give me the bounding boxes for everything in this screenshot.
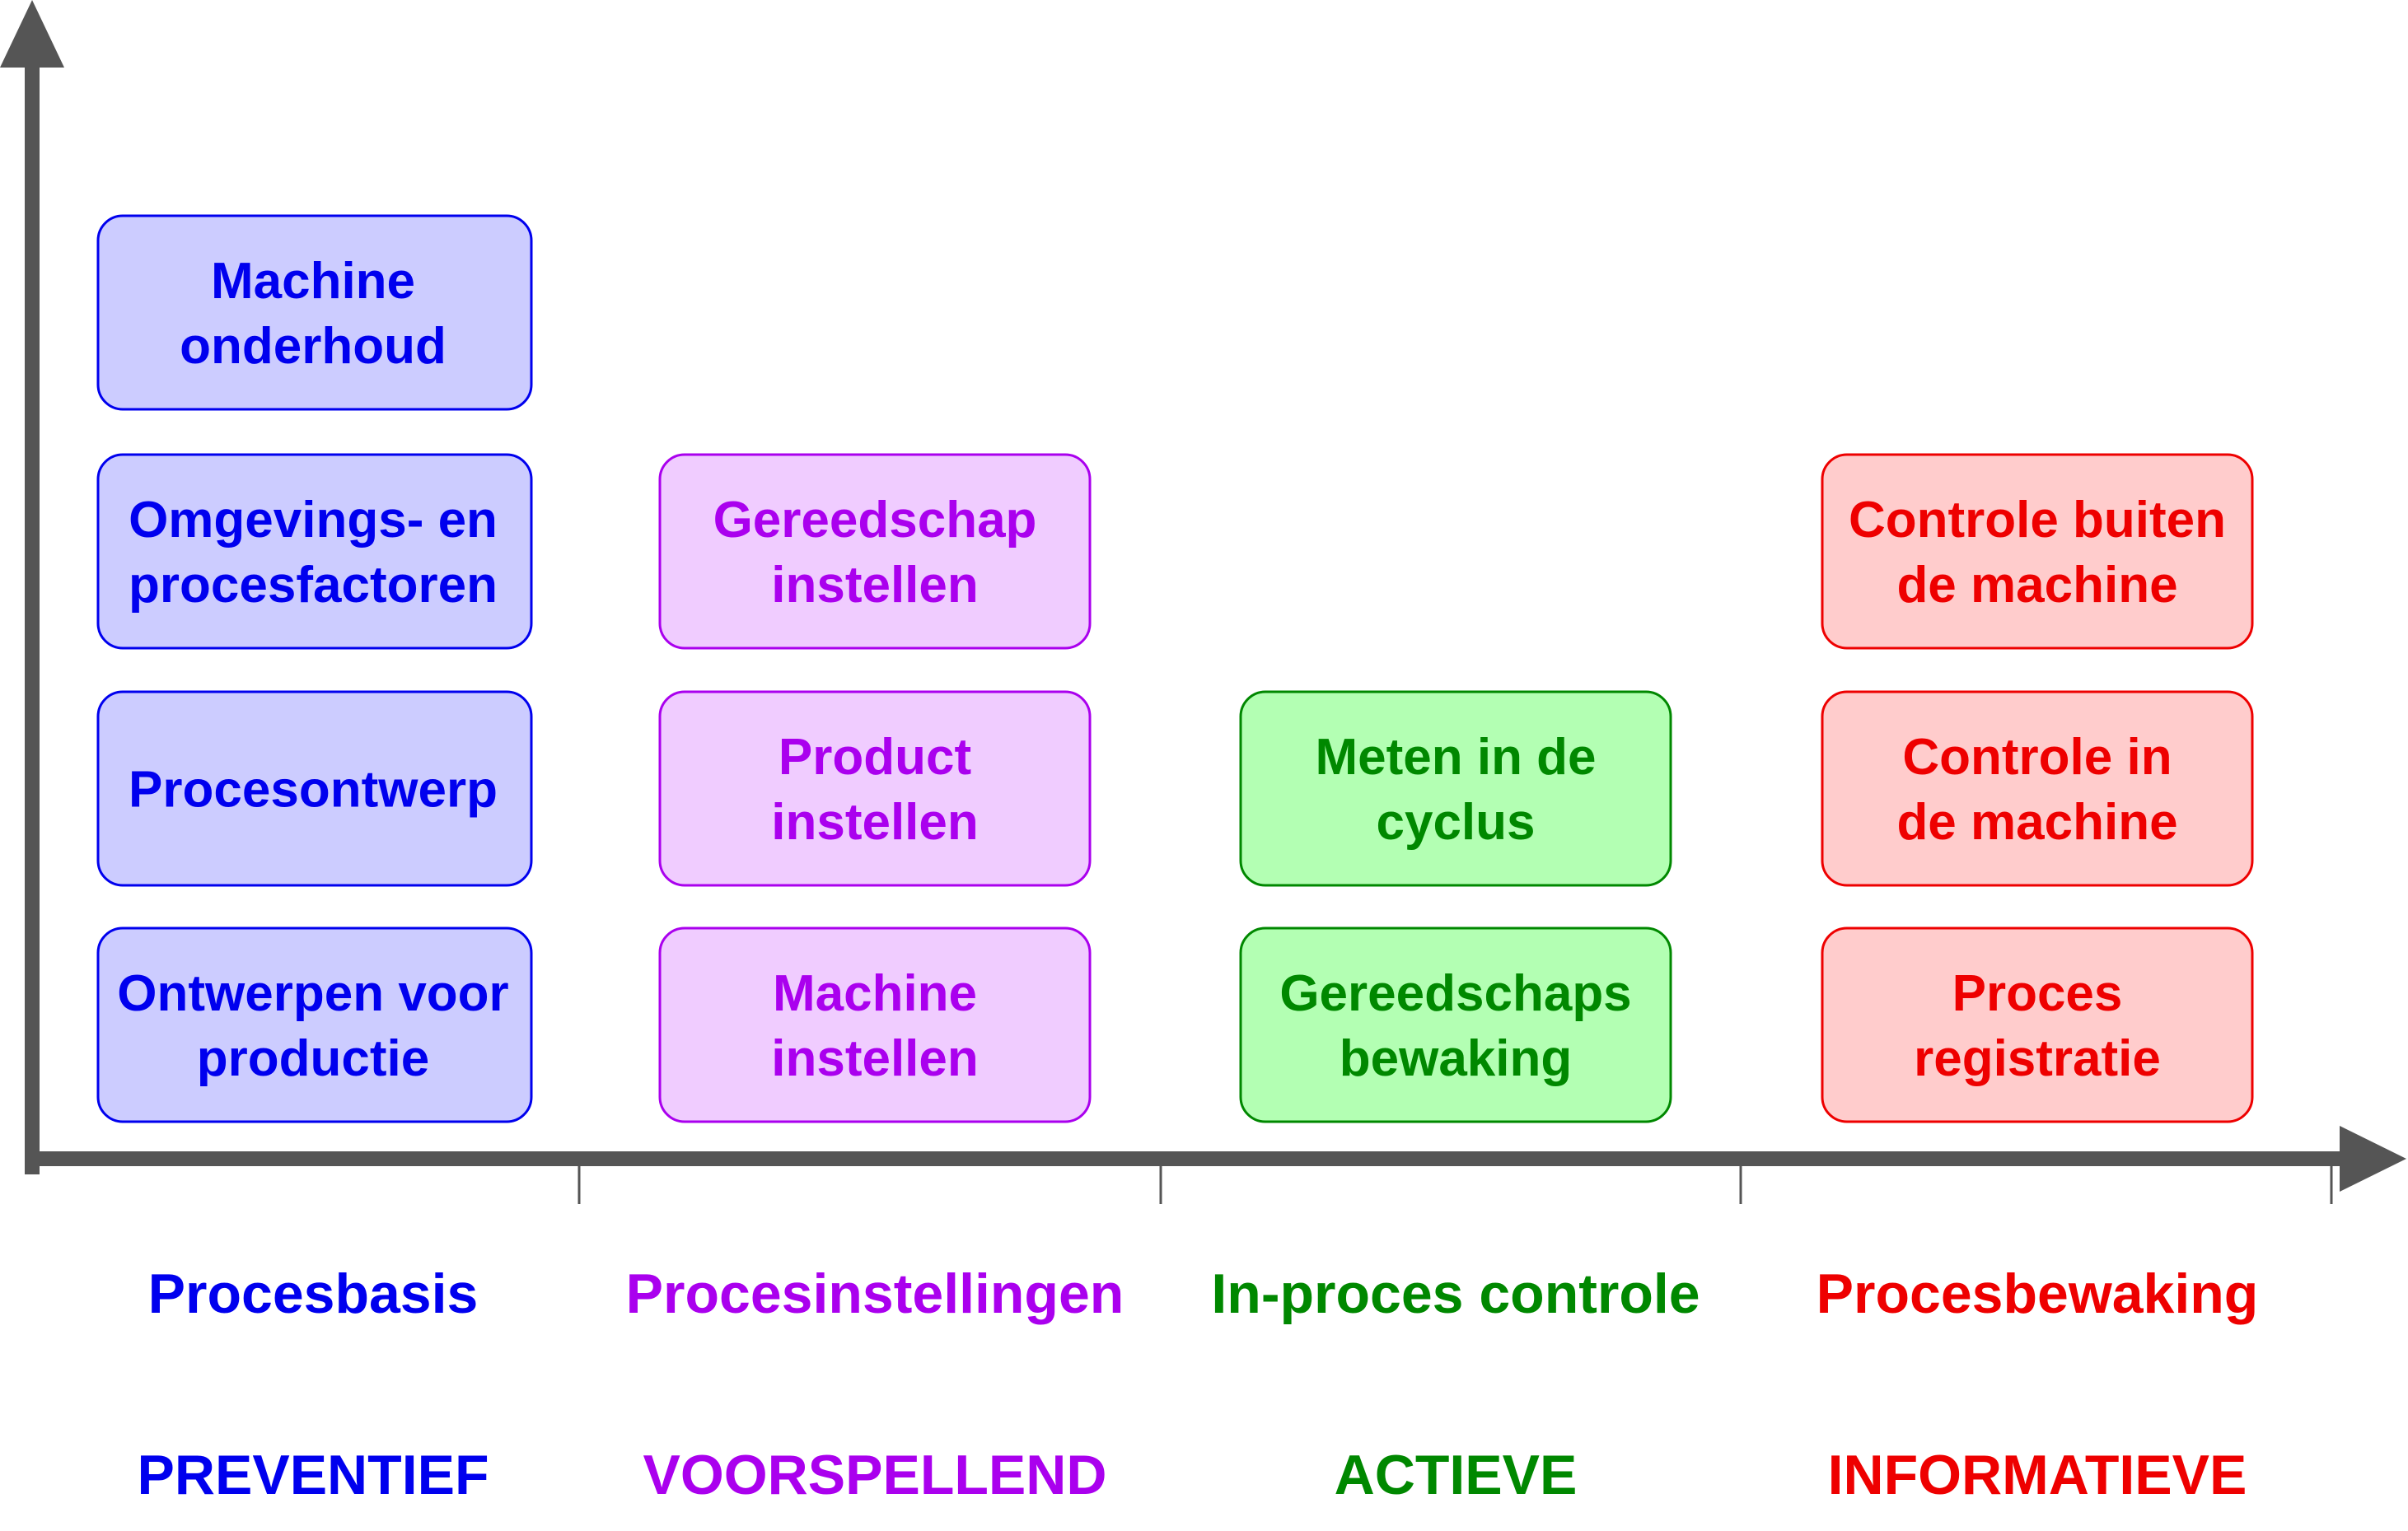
box-label-line: Procesontwerp xyxy=(129,762,498,819)
box-4-3: Proces registratie xyxy=(1821,927,2254,1123)
box-label-line: Meten in de xyxy=(1315,729,1596,786)
x-axis-tick-2 xyxy=(1159,1166,1162,1204)
box-1-2: Omgevings- en procesfactoren xyxy=(96,453,533,650)
box-4-1: Controle buiten de machine xyxy=(1821,453,2254,650)
box-label-line: bewaking xyxy=(1340,1030,1573,1087)
column-title-2: Procesinstellingen xyxy=(626,1263,1125,1325)
box-2-3: Machine instellen xyxy=(658,927,1092,1123)
box-1-4: Ontwerpen voor productie xyxy=(96,927,533,1123)
box-label-line: instellen xyxy=(771,794,979,851)
box-shape xyxy=(96,690,533,887)
column-category-2: VOORSPELLEND xyxy=(643,1444,1107,1506)
column-title-1: Procesbasis xyxy=(148,1263,479,1325)
box-label-line: de machine xyxy=(1896,794,2177,851)
column-category-4: INFORMATIEVE xyxy=(1828,1444,2247,1506)
x-axis-arrowhead xyxy=(2340,1126,2406,1192)
x-axis-tick-4 xyxy=(2330,1166,2333,1204)
box-1-3: Procesontwerp xyxy=(96,690,533,887)
box-label-line: instellen xyxy=(771,1030,979,1087)
box-3-2: Gereedschaps bewaking xyxy=(1239,927,1672,1123)
box-shape xyxy=(1239,690,1672,887)
column-title-3: In-proces controle xyxy=(1211,1263,1700,1325)
box-shape xyxy=(1821,927,2254,1123)
box-label-line: Gereedschap xyxy=(713,492,1037,548)
x-axis-tick-1 xyxy=(577,1166,581,1204)
box-3-1: Meten in de cyclus xyxy=(1239,690,1672,887)
box-label-line: Product xyxy=(779,729,971,786)
box-shape xyxy=(1239,927,1672,1123)
box-shape xyxy=(658,690,1092,887)
box-shape xyxy=(1821,690,2254,887)
box-shape xyxy=(1821,453,2254,650)
y-axis-line xyxy=(25,58,40,1174)
box-shape xyxy=(96,214,533,411)
column-category-1: PREVENTIEF xyxy=(138,1444,489,1506)
box-label-line: de machine xyxy=(1896,557,2177,614)
box-shape xyxy=(96,927,533,1123)
box-label-line: Ontwerpen voor xyxy=(117,965,508,1022)
box-shape xyxy=(658,927,1092,1123)
box-label-line: registratie xyxy=(1914,1030,2161,1087)
box-4-2: Controle in de machine xyxy=(1821,690,2254,887)
x-axis-tick-3 xyxy=(1739,1166,1742,1204)
column-title-4: Procesbewaking xyxy=(1817,1263,2259,1325)
box-label-line: instellen xyxy=(771,557,979,614)
box-label-line: procesfactoren xyxy=(129,557,498,614)
column-category-3: ACTIEVE xyxy=(1335,1444,1578,1506)
box-2-2: Product instellen xyxy=(658,690,1092,887)
box-label-line: Proces xyxy=(1952,965,2123,1022)
box-label-line: Omgevings- en xyxy=(129,492,498,548)
y-axis-arrowhead xyxy=(0,0,64,68)
box-label-line: productie xyxy=(197,1030,429,1087)
x-axis-line xyxy=(25,1151,2356,1166)
box-shape xyxy=(96,453,533,650)
box-1-1: Machine onderhoud xyxy=(96,214,533,411)
box-label-line: Controle buiten xyxy=(1849,492,2226,548)
box-label-line: Controle in xyxy=(1902,729,2172,786)
box-label-line: Machine xyxy=(773,965,977,1022)
box-2-1: Gereedschap instellen xyxy=(658,453,1092,650)
box-label-line: Gereedschaps xyxy=(1279,965,1631,1022)
box-label-line: Machine xyxy=(211,253,415,310)
axes xyxy=(0,0,2406,1204)
box-shape xyxy=(658,453,1092,650)
box-label-line: onderhoud xyxy=(180,318,447,375)
box-label-line: cyclus xyxy=(1376,794,1535,851)
